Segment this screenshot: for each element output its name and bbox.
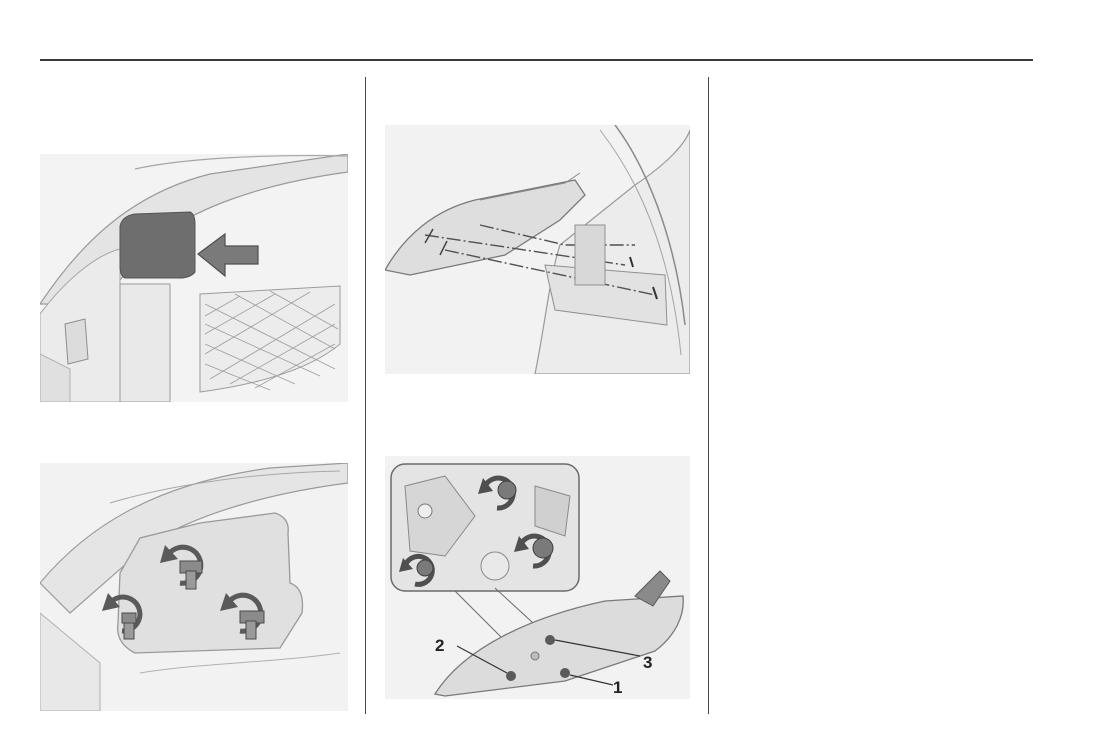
bulb-holders-illustration: 2 1 3 xyxy=(385,456,690,699)
rotate-arrow-icon xyxy=(399,553,435,587)
rotate-arrow-icon xyxy=(220,592,265,640)
fastening-nuts-illustration xyxy=(40,463,348,711)
callout-number-3: 3 xyxy=(643,653,652,672)
bulb-holder-1 xyxy=(560,668,570,678)
callout-number-1: 1 xyxy=(613,678,622,697)
pointer-arrow-icon xyxy=(197,232,259,278)
callout-number-2: 2 xyxy=(435,636,444,655)
rotate-arrow-icon xyxy=(514,533,554,569)
bulb-holder-2 xyxy=(506,671,516,681)
figure-taillight-removal xyxy=(385,125,690,374)
inset-detail-panel xyxy=(390,463,580,592)
rotate-arrow-icon xyxy=(102,593,143,640)
column-divider-left xyxy=(365,77,366,714)
rotate-arrow-icon xyxy=(160,544,204,590)
figure-fastening-nuts xyxy=(40,463,348,711)
callout-line-1 xyxy=(569,674,614,686)
rotate-arrow-icon xyxy=(478,475,517,511)
taillight-removal-illustration xyxy=(385,125,690,374)
header-rule xyxy=(40,59,1033,61)
trunk-cover-illustration xyxy=(40,154,348,402)
callout-line-2 xyxy=(456,645,508,674)
figure-bulb-holders: 2 1 3 xyxy=(385,456,690,699)
figure-trunk-cover xyxy=(40,154,348,402)
callout-line-3 xyxy=(554,639,641,657)
bulb-holder-3 xyxy=(545,635,555,645)
column-divider-right xyxy=(708,77,709,714)
